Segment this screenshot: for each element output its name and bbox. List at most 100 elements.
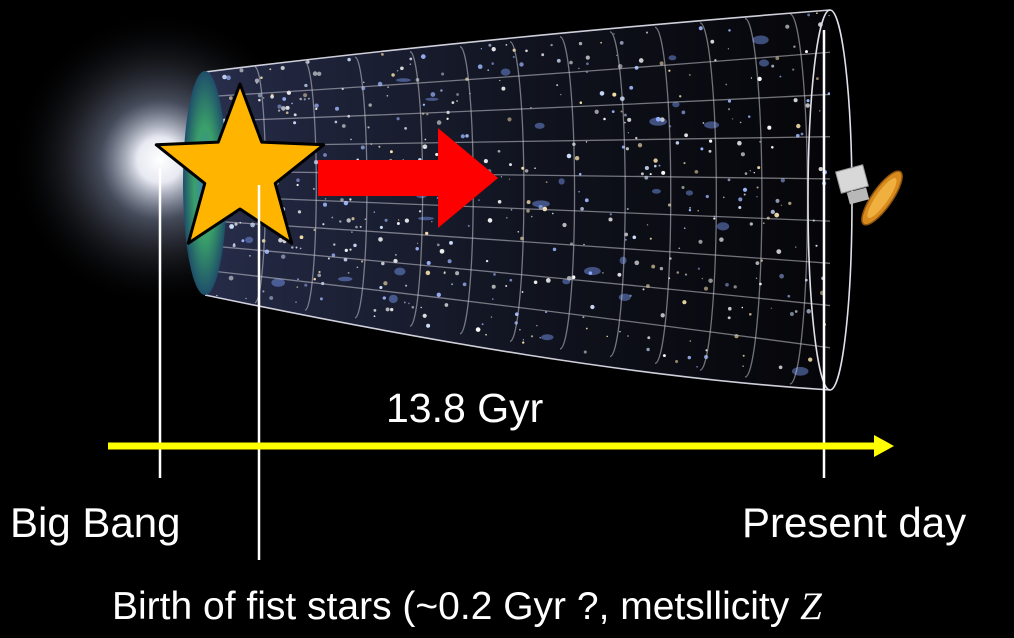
galaxy-dot	[411, 305, 415, 309]
galaxy-dot	[491, 284, 496, 289]
galaxy-dot	[522, 341, 525, 344]
galaxy-dot	[828, 14, 830, 17]
galaxy-dot	[426, 260, 431, 266]
galaxy-dot	[684, 273, 688, 276]
galaxy-dot	[550, 43, 553, 47]
galaxy-dot	[742, 354, 745, 357]
galaxy-dot	[584, 198, 589, 203]
galaxy-dot	[451, 101, 455, 104]
galaxy-dot	[400, 66, 404, 71]
galaxy-dot	[678, 247, 681, 250]
galaxy-dot	[426, 323, 431, 328]
galaxy-dot	[299, 247, 302, 250]
galaxy-dot	[719, 237, 724, 242]
present-day-label: Present day	[742, 499, 967, 546]
galaxy-dot	[386, 94, 389, 97]
galaxy-blob	[418, 216, 434, 221]
galaxy-dot	[353, 243, 357, 248]
galaxy-dot	[234, 222, 238, 226]
galaxy-dot	[334, 120, 338, 124]
galaxy-dot	[727, 316, 731, 320]
galaxy-dot	[303, 93, 308, 98]
galaxy-dot	[627, 335, 630, 337]
galaxy-dot	[583, 350, 587, 354]
galaxy-dot	[241, 239, 245, 243]
galaxy-dot	[646, 224, 649, 226]
galaxy-dot	[327, 257, 330, 260]
galaxy-dot	[569, 60, 573, 65]
galaxy-dot	[296, 183, 299, 187]
galaxy-dot	[306, 60, 310, 64]
grid-ring	[654, 26, 672, 365]
galaxy-dot	[277, 109, 281, 112]
galaxy-dot	[793, 98, 798, 103]
galaxy-dot	[710, 39, 715, 44]
galaxy-dot	[545, 311, 548, 314]
galaxy-dot	[396, 70, 399, 72]
galaxy-dot	[796, 123, 801, 129]
galaxy-dot	[418, 210, 422, 213]
first-stars-text: Birth of fist stars (~0.2 Gyr ?, metslli…	[112, 585, 801, 628]
galaxy-dot	[447, 259, 452, 264]
galaxy-dot	[293, 113, 297, 117]
galaxy-dot	[616, 54, 618, 57]
galaxy-dot	[312, 187, 315, 190]
galaxy-blob	[716, 222, 730, 231]
galaxy-dot	[763, 222, 765, 224]
galaxy-blob	[425, 97, 439, 101]
galaxy-dot	[349, 198, 352, 201]
galaxy-dot	[420, 54, 426, 59]
galaxy-dot	[387, 86, 389, 88]
galaxy-dot	[222, 74, 227, 80]
galaxy-dot	[254, 78, 260, 83]
galaxy-dot	[609, 213, 612, 216]
galaxy-dot	[756, 196, 758, 198]
galaxy-dot	[793, 45, 796, 48]
galaxy-dot	[585, 55, 590, 60]
galaxy-dot	[694, 169, 699, 174]
galaxy-dot	[456, 93, 459, 96]
galaxy-dot	[579, 101, 583, 104]
galaxy-dot	[384, 218, 388, 222]
galaxy-dot	[654, 164, 657, 168]
galaxy-dot	[509, 163, 512, 167]
galaxy-dot	[574, 155, 580, 161]
galaxy-dot	[262, 290, 265, 293]
galaxy-dot	[304, 83, 308, 88]
galaxy-dot	[536, 325, 538, 327]
galaxy-dot	[660, 117, 665, 122]
galaxy-dot	[684, 133, 688, 138]
galaxy-dot	[632, 235, 637, 240]
galaxy-dot	[806, 99, 810, 103]
galaxy-dot	[676, 271, 680, 274]
galaxy-dot	[649, 173, 652, 176]
galaxy-dot	[585, 141, 588, 143]
galaxy-dot	[382, 296, 386, 300]
galaxy-dot	[444, 303, 449, 307]
galaxy-dot	[443, 272, 446, 275]
galaxy-dot	[647, 336, 651, 340]
galaxy-dot	[545, 181, 548, 184]
galaxy-dot	[681, 110, 686, 115]
galaxy-dot	[416, 242, 419, 245]
galaxy-blob	[618, 293, 631, 301]
galaxy-dot	[779, 273, 784, 279]
galaxy-dot	[497, 199, 502, 204]
galaxy-dot	[815, 244, 818, 247]
galaxy-dot	[675, 359, 679, 364]
galaxy-dot	[467, 224, 470, 227]
galaxy-dot	[619, 330, 621, 333]
galaxy-dot	[689, 340, 692, 342]
galaxy-dot	[818, 167, 823, 172]
galaxy-dot	[512, 55, 515, 59]
galaxy-dot	[481, 323, 484, 326]
galaxy-dot	[263, 97, 265, 99]
galaxy-dot	[233, 243, 236, 246]
galaxy-dot	[524, 169, 529, 173]
galaxy-dot	[747, 115, 751, 118]
galaxy-dot	[794, 310, 798, 313]
galaxy-dot	[697, 209, 700, 212]
galaxy-dot	[750, 77, 753, 79]
galaxy-dot	[373, 211, 375, 213]
galaxy-dot	[341, 124, 346, 128]
